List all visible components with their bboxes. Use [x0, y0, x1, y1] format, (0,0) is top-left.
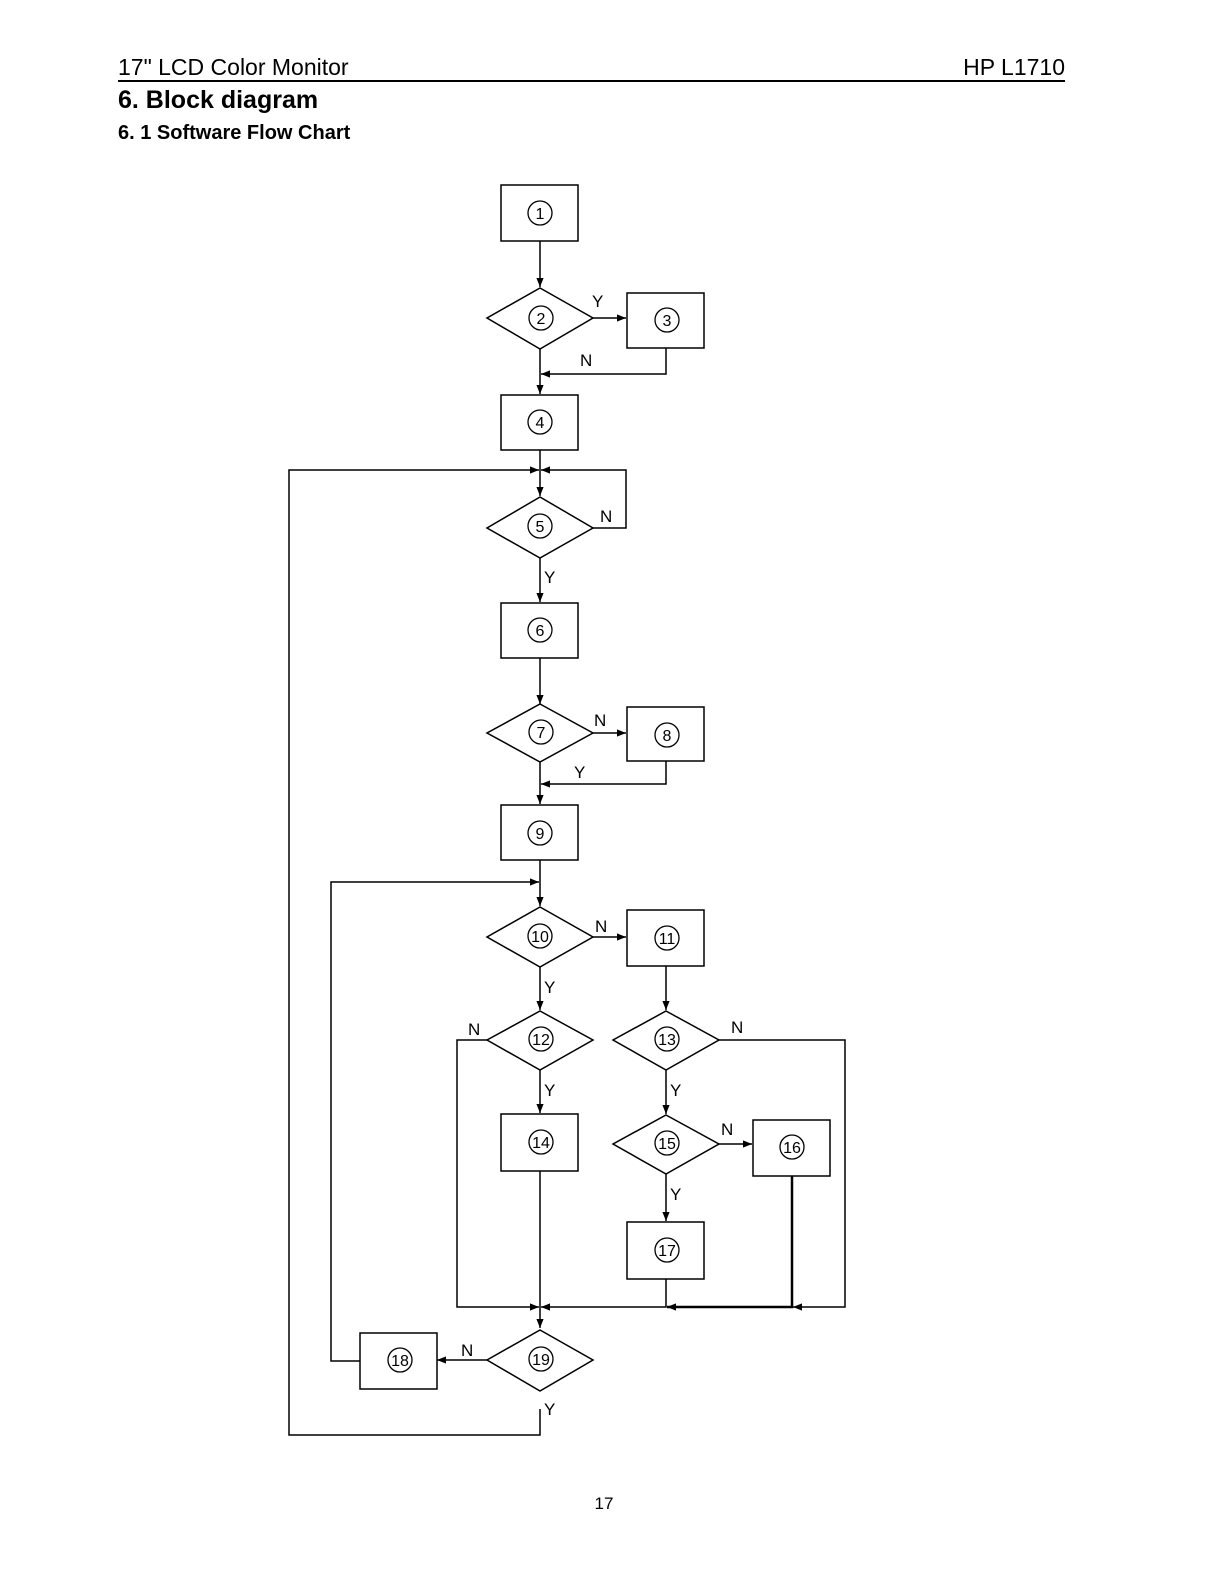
branch-5-yes: Y [544, 568, 555, 587]
node-6-label: 6 [536, 623, 545, 640]
branch-2-yes: Y [592, 292, 603, 311]
node-15-label: 15 [658, 1136, 676, 1153]
branch-13-no: N [731, 1018, 743, 1037]
node-17-label: 17 [658, 1243, 676, 1260]
node-12-label: 12 [532, 1032, 550, 1049]
branch-10-no: N [595, 917, 607, 936]
node-19-label: 19 [532, 1352, 550, 1369]
edge-3-join [541, 348, 666, 374]
node-14-label: 14 [532, 1135, 550, 1152]
node-3-label: 3 [663, 313, 672, 330]
branch-7-no: N [594, 711, 606, 730]
node-11-label: 11 [659, 931, 676, 948]
node-5-label: 5 [536, 519, 545, 536]
node-13-label: 13 [658, 1032, 676, 1049]
branch-5-no: N [600, 507, 612, 526]
node-8-label: 8 [663, 728, 672, 745]
node-4-label: 4 [536, 415, 545, 432]
branch-19-no: N [461, 1341, 473, 1360]
page-number: 17 [0, 1494, 1208, 1514]
node-7-label: 7 [537, 725, 546, 742]
edge-17-join [541, 1279, 666, 1307]
node-16-label: 16 [783, 1140, 801, 1157]
branch-12-no: N [468, 1020, 480, 1039]
node-9-label: 9 [536, 826, 545, 843]
node-1-label: 1 [536, 206, 545, 223]
branch-13-yes: Y [670, 1081, 681, 1100]
node-18-label: 18 [391, 1353, 409, 1370]
branch-2-no: N [580, 351, 592, 370]
branch-19-yes: Y [544, 1400, 555, 1419]
edge-12-no [457, 1040, 539, 1307]
branch-12-yes: Y [544, 1081, 555, 1100]
branch-15-yes: Y [670, 1185, 681, 1204]
branch-15-no: N [721, 1120, 733, 1139]
branch-7-yes: Y [574, 763, 585, 782]
node-2-label: 2 [537, 311, 546, 328]
edge-8-join [541, 761, 666, 784]
branch-10-yes: Y [544, 978, 555, 997]
node-10-label: 10 [531, 929, 549, 946]
